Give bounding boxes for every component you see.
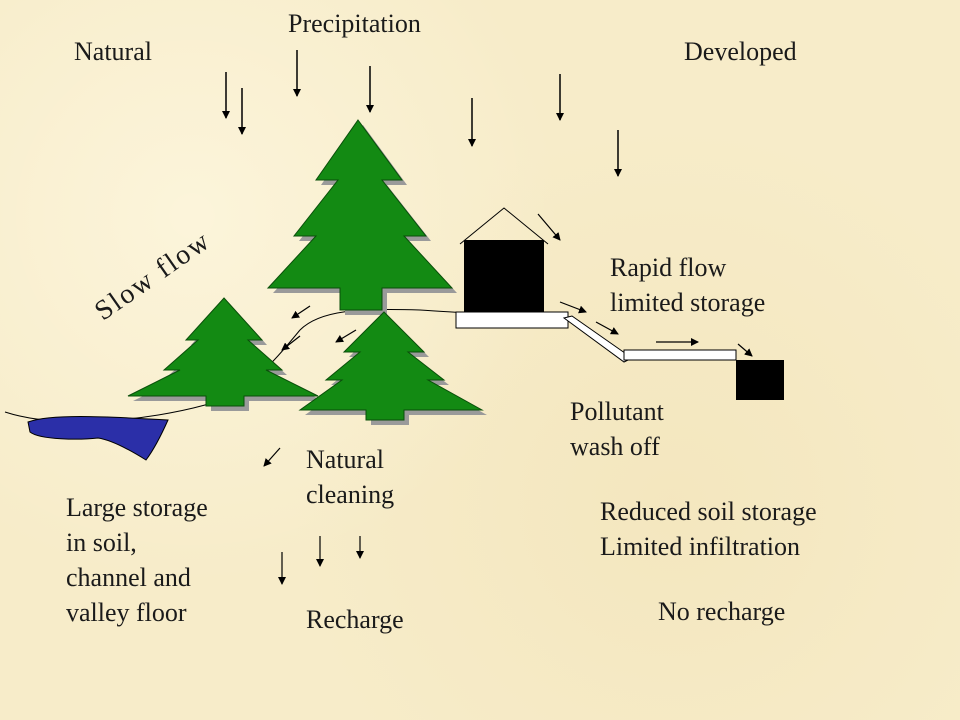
precipitation-label: Precipitation	[288, 9, 421, 38]
pollutant-label: Pollutant wash off	[570, 394, 664, 464]
natural-heading: Natural	[74, 37, 152, 66]
recharge-label: Recharge	[306, 605, 404, 634]
reduced-line-2: Limited infiltration	[600, 532, 801, 561]
house	[455, 207, 569, 329]
rapid-flow-line-2: limited storage	[610, 288, 766, 317]
paved-surface	[455, 311, 569, 329]
natural-cleaning-line-1: Natural	[306, 445, 384, 474]
pollutant-line-2: wash off	[570, 432, 660, 461]
runoff-arrow	[737, 343, 753, 357]
stream-pond	[27, 416, 169, 461]
precipitation-arrows	[222, 50, 622, 177]
large-storage-label: Large storage in soil, channel and valle…	[66, 490, 208, 630]
drain-inlet	[736, 360, 784, 400]
large-storage-line-3: channel and	[66, 563, 191, 592]
natural-cleaning-label: Natural cleaning	[306, 442, 394, 512]
runoff-arrow	[595, 321, 619, 335]
runoff-arrow	[559, 301, 587, 314]
lower-pavement	[623, 349, 737, 361]
seepage-arrow	[335, 329, 357, 343]
seepage-arrow	[281, 335, 301, 351]
large-pine-tree	[266, 119, 457, 315]
developed-heading: Developed	[684, 37, 797, 66]
large-storage-line-1: Large storage	[66, 493, 208, 522]
seepage-arrow	[263, 447, 281, 467]
natural-cleaning-line-2: cleaning	[306, 480, 395, 509]
right-pine-tree	[298, 311, 487, 425]
reduced-storage-label: Reduced soil storage Limited infiltratio…	[600, 494, 817, 564]
seepage-arrow	[291, 305, 311, 319]
no-recharge-label: No recharge	[658, 597, 786, 626]
left-pine-tree	[127, 297, 323, 411]
rapid-flow-line-1: Rapid flow	[610, 253, 727, 282]
reduced-line-1: Reduced soil storage	[600, 497, 817, 526]
runoff-arrow	[537, 213, 561, 241]
rapid-flow-label: Rapid flow limited storage	[610, 250, 765, 320]
large-storage-line-2: in soil,	[66, 528, 137, 557]
large-storage-line-4: valley floor	[66, 598, 187, 627]
pollutant-line-1: Pollutant	[570, 397, 664, 426]
